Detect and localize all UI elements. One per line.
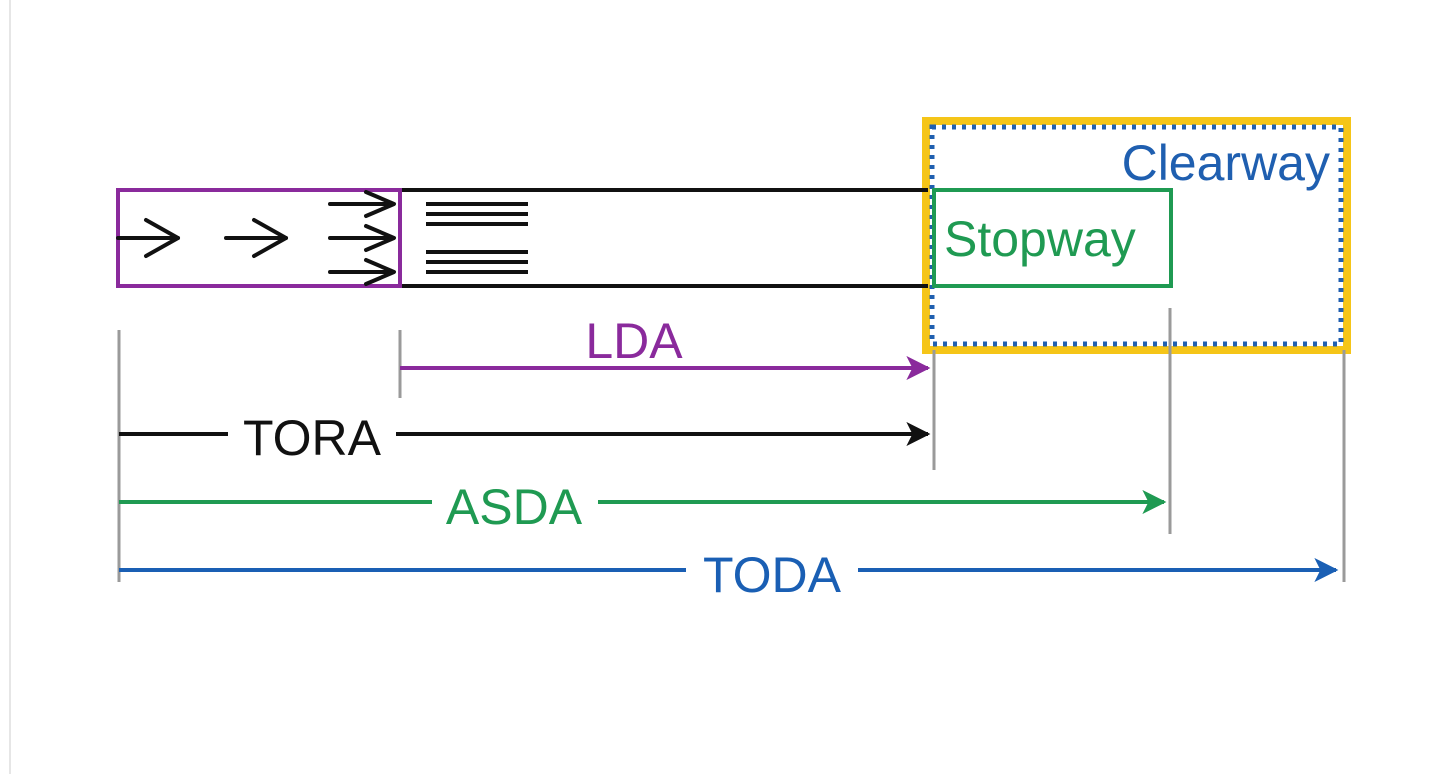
chevron-arrow-icon	[328, 190, 396, 286]
tora-label: TORA	[243, 410, 382, 466]
stopway-box	[932, 188, 1173, 288]
right-arrow-icon	[116, 218, 180, 258]
threshold-marking-icon	[426, 202, 528, 274]
stopway-label: Stopway	[944, 211, 1136, 267]
lda-label: LDA	[585, 313, 683, 369]
clearway-outer-border	[922, 117, 1351, 354]
asda-label: ASDA	[446, 479, 583, 535]
right-arrow-icon	[224, 218, 288, 258]
clearway-label: Clearway	[1122, 135, 1330, 191]
toda-label: TODA	[703, 547, 842, 603]
